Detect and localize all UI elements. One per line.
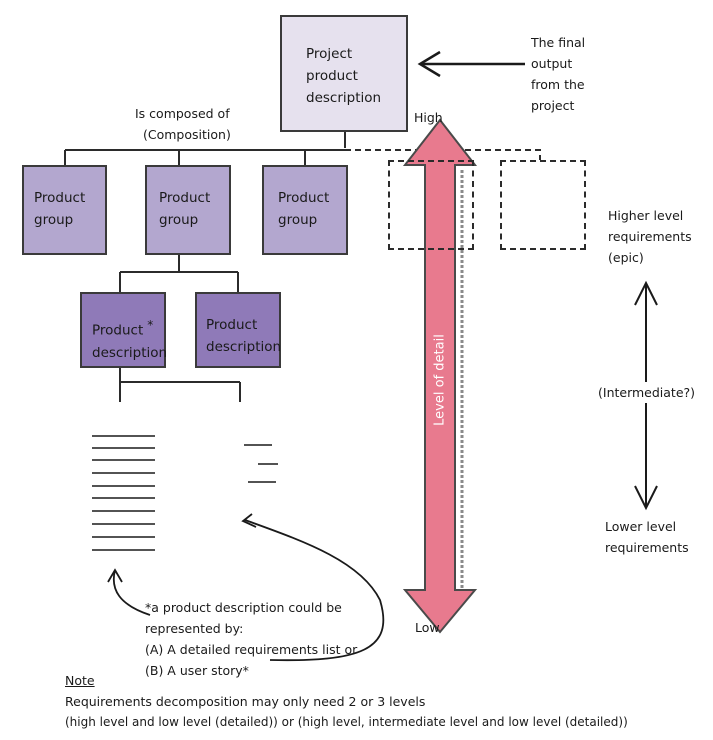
placeholder-group-2: [500, 160, 586, 250]
level-low-label: Low: [415, 620, 440, 635]
product-group-2: Product group: [145, 165, 231, 255]
higher-level-requirements: Higher level requirements (epic): [608, 208, 692, 265]
intermediate-label: (Intermediate?): [596, 382, 698, 403]
lower-level-requirements: Lower level requirements: [605, 519, 689, 555]
note: Note Requirements decomposition may only…: [65, 670, 628, 733]
placeholder-group-1: [388, 160, 474, 250]
top-box-line2: product: [306, 68, 358, 84]
product-description-1: Product* description: [80, 292, 167, 368]
composition-label: Is composed of (Composition): [135, 106, 231, 142]
note-title: Note: [65, 673, 95, 688]
footnote-marker: *: [147, 318, 154, 332]
final-output-label: The final output from the project: [531, 35, 586, 113]
top-box-line3: description: [306, 90, 382, 106]
footnote: *a product description could be represen…: [145, 600, 358, 678]
product-group-1: Product group: [22, 165, 107, 255]
product-group-3: Product group: [262, 165, 348, 255]
product-description-2: Product description: [195, 292, 281, 368]
project-product-description-box: Project product description: [280, 15, 408, 132]
top-box-line1: Project: [306, 46, 353, 62]
level-high-label: High: [414, 110, 443, 125]
level-of-detail-label: Level of detail: [432, 334, 448, 426]
